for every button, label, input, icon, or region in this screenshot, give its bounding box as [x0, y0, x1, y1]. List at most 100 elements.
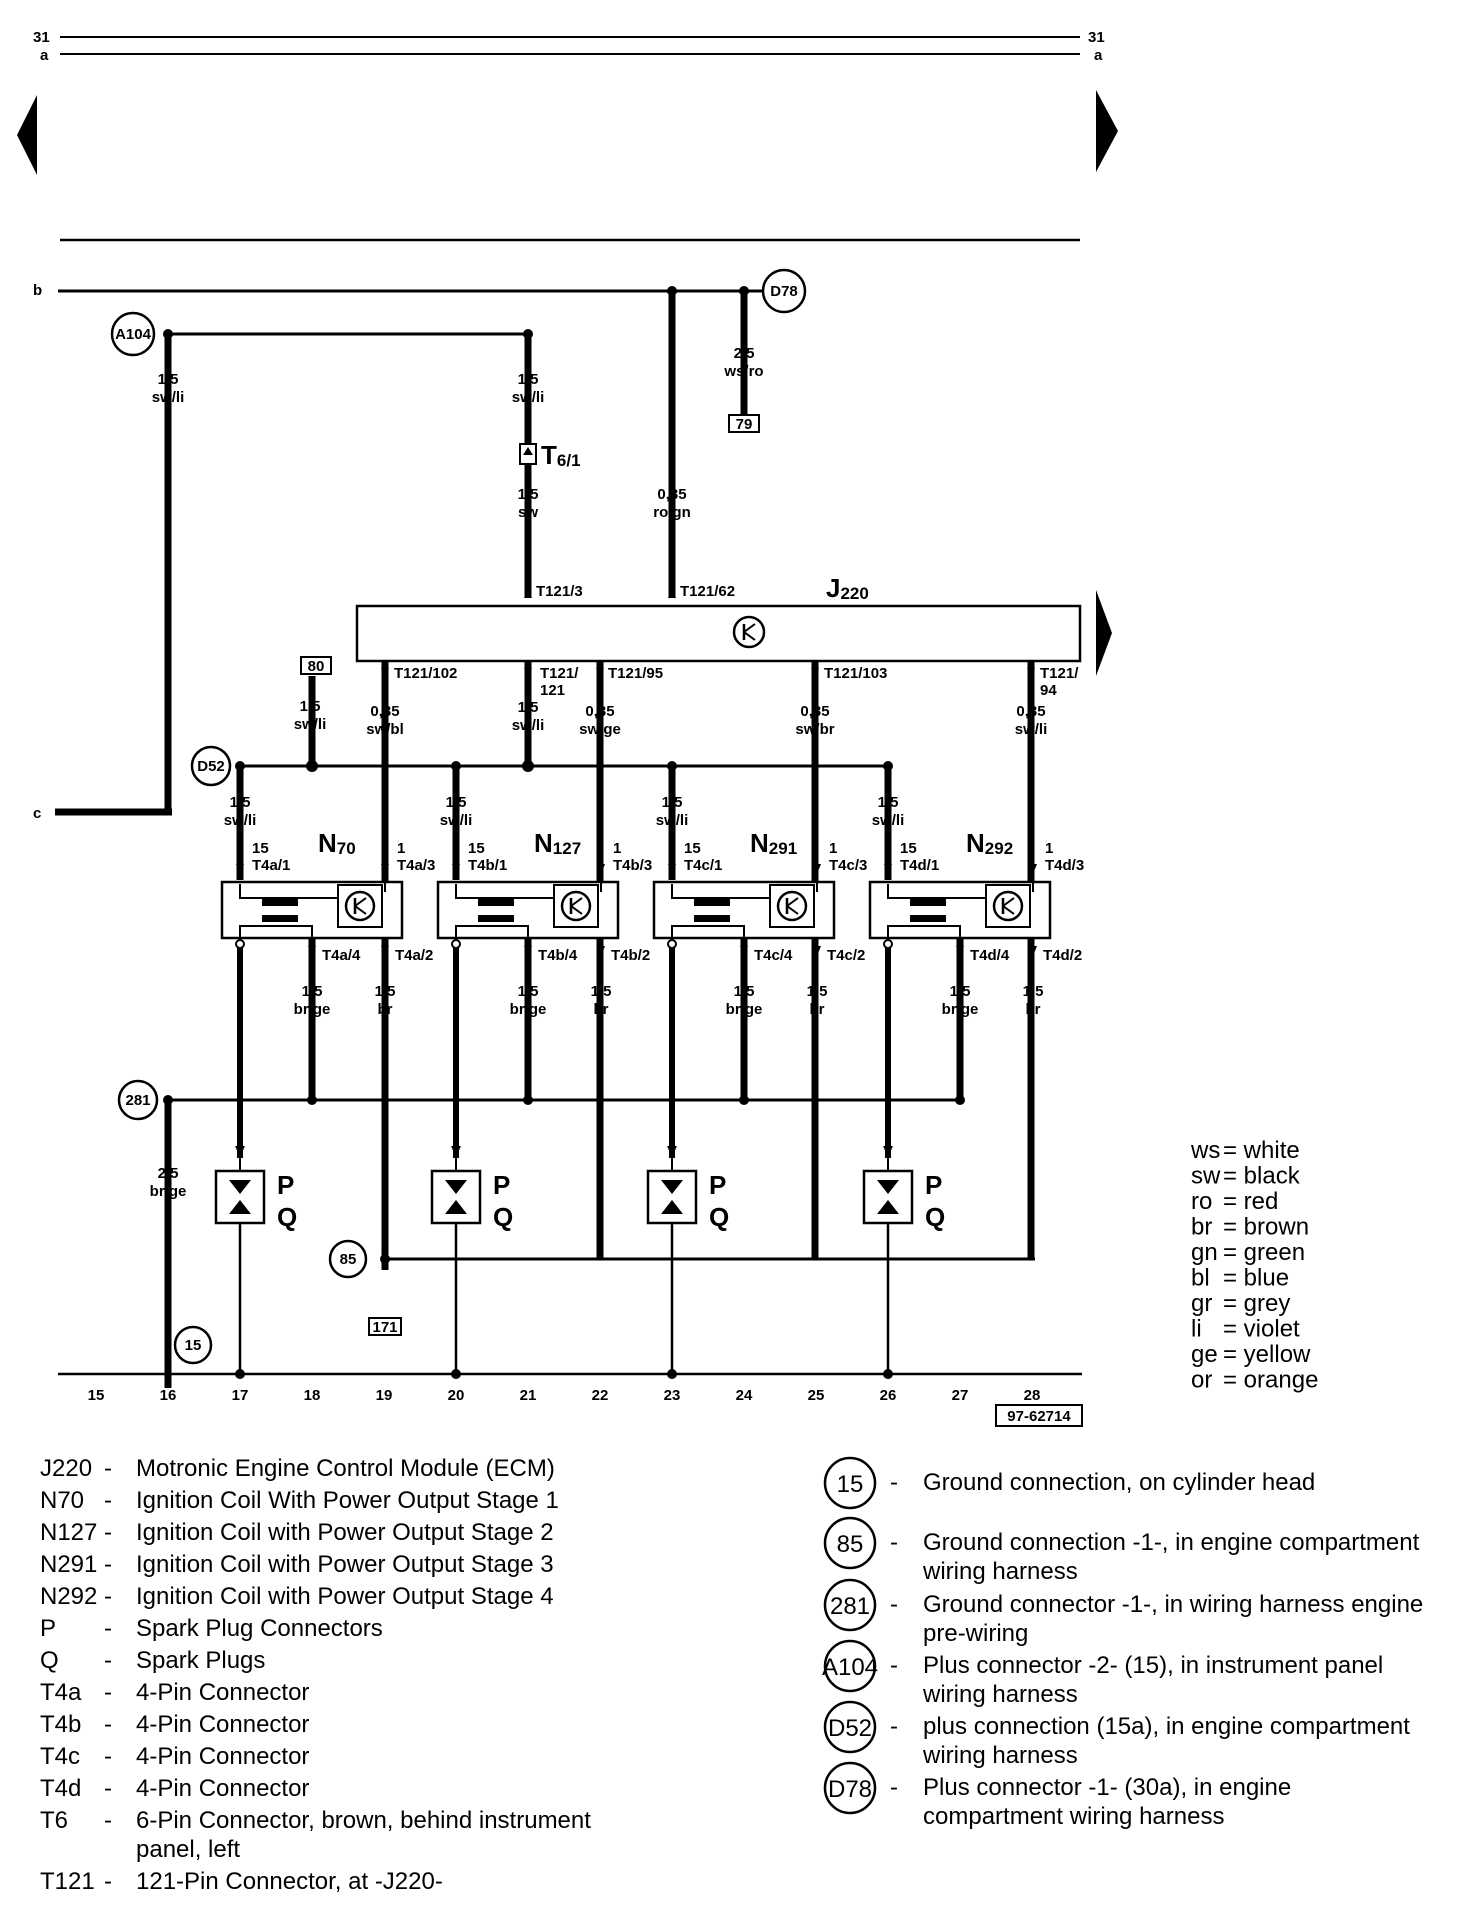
color-name: = green	[1223, 1239, 1305, 1266]
legend-row: J220-Motronic Engine Control Module (ECM…	[40, 1455, 555, 1482]
legend-code: N127	[40, 1519, 97, 1546]
coil-pin4-term: T4b/4	[538, 947, 578, 964]
coil-feed-color: sw/li	[872, 812, 905, 829]
coil-out-color: br	[378, 1001, 393, 1018]
coil-feed-size: 1,5	[230, 794, 251, 811]
coil-group-4: 1,5sw/li15T4d/11T4d/3N292T4d/41,5br/geT4…	[862, 766, 1084, 1379]
reference-box-79	[728, 414, 760, 433]
spark-plug-label: Q	[277, 1202, 297, 1232]
svg-text:T121/95: T121/95	[608, 665, 663, 682]
track-number: 24	[736, 1387, 753, 1404]
color-name: = brown	[1223, 1214, 1309, 1241]
svg-text:sw: sw	[518, 504, 538, 521]
legend-row: 281-Ground connector -1-, in wiring harn…	[823, 1578, 1423, 1647]
coil-pin2-term: T4a/2	[395, 947, 433, 964]
svg-text:281: 281	[125, 1092, 150, 1109]
transistor-icon	[732, 615, 766, 649]
svg-text:D78: D78	[770, 283, 798, 300]
spark-plug-connector-label: P	[277, 1170, 294, 1200]
connector-d78	[761, 268, 807, 314]
color-name: = black	[1223, 1163, 1301, 1190]
svg-text:br/ge: br/ge	[150, 1183, 187, 1200]
legend-dash: -	[104, 1679, 112, 1706]
svg-text:0,35: 0,35	[657, 486, 686, 503]
coil-name: N127	[534, 828, 581, 858]
spark-plug-icon	[430, 1169, 482, 1225]
svg-text:sw/li: sw/li	[512, 389, 545, 406]
coil-name: N291	[750, 828, 797, 858]
color-code: bl	[1191, 1265, 1210, 1292]
coil-out-size: 1,5	[375, 983, 396, 1000]
coil-name: N70	[318, 828, 356, 858]
legend-row: T4b-4-Pin Connector	[40, 1711, 309, 1738]
coil-pin1-term: T4b/1	[468, 857, 507, 874]
spark-plug-connector-label: P	[493, 1170, 510, 1200]
svg-text:sw/li: sw/li	[294, 716, 327, 733]
ecm-j220: J220 T121/3 T121/62	[355, 573, 1112, 676]
legend-desc: Motronic Engine Control Module (ECM)	[136, 1455, 555, 1482]
coil-pin2-term: T4c/2	[827, 947, 865, 964]
legend-dash: -	[104, 1551, 112, 1578]
coil-ground-color: br/ge	[726, 1001, 763, 1018]
coil-group-1: 1,5sw/li15T4a/11T4a/3N70T4a/41,5br/geT4a…	[214, 766, 435, 1379]
track-number: 26	[880, 1387, 897, 1404]
connection-legend: 15-Ground connection, on cylinder head85…	[822, 1456, 1423, 1830]
legend-dash: -	[104, 1775, 112, 1802]
legend-code: T4b	[40, 1711, 81, 1738]
svg-text:0,35: 0,35	[800, 703, 829, 720]
coil-pin3-term: T4c/3	[829, 857, 867, 874]
legend-desc-cont: panel, left	[136, 1836, 240, 1863]
coil-feed-size: 1,5	[878, 794, 899, 811]
top-rails: 31 a 31 a	[17, 29, 1118, 242]
legend-code: J220	[40, 1455, 92, 1482]
legend-dash: -	[104, 1487, 112, 1514]
legend-row: A104-Plus connector -2- (15), in instrum…	[822, 1639, 1383, 1708]
svg-text:1,5: 1,5	[518, 371, 539, 388]
ground-connection-icon	[823, 1578, 877, 1632]
legend-desc: Ground connector -1-, in wiring harness …	[923, 1591, 1423, 1618]
svg-text:0,35: 0,35	[370, 703, 399, 720]
legend-code: T4d	[40, 1775, 81, 1802]
coil-pin1: 1	[397, 840, 405, 857]
legend-code: T121	[40, 1868, 95, 1895]
ecm-outputs: 80 1,5 sw/li T121/102 0,35 sw/bl T121/ 1…	[190, 656, 1079, 1270]
svg-text:2,5: 2,5	[734, 345, 755, 362]
coil-ground-size: 1,5	[734, 983, 755, 1000]
coil-pin3-term: T4d/3	[1045, 857, 1084, 874]
connector-281	[117, 1079, 159, 1121]
track-number: 15	[88, 1387, 105, 1404]
coil-out-color: br	[1026, 1001, 1041, 1018]
svg-text:sw/li: sw/li	[1015, 721, 1048, 738]
legend-desc: Ignition Coil with Power Output Stage 3	[136, 1551, 554, 1578]
legend-row: N291-Ignition Coil with Power Output Sta…	[40, 1551, 554, 1578]
legend-desc-cont: wiring harness	[922, 1558, 1078, 1585]
coil-group-2: 1,5sw/li15T4b/11T4b/3N127T4b/41,5br/geT4…	[430, 766, 652, 1379]
coil-out-color: br	[594, 1001, 609, 1018]
track-number: 21	[520, 1387, 537, 1404]
svg-text:121: 121	[540, 682, 565, 699]
legend-dash: -	[890, 1652, 898, 1679]
svg-text:D52: D52	[197, 758, 225, 775]
legend-desc: 6-Pin Connector, brown, behind instrumen…	[136, 1807, 591, 1834]
legend-row: T4a-4-Pin Connector	[40, 1679, 309, 1706]
coil-out-color: br	[810, 1001, 825, 1018]
svg-text:T121/3: T121/3	[536, 583, 583, 600]
svg-text:T121/: T121/	[1040, 665, 1079, 682]
legend-dash: -	[104, 1743, 112, 1770]
color-name: = white	[1223, 1137, 1300, 1164]
legend-code: D78	[828, 1776, 872, 1803]
spark-plug-connector-label: P	[925, 1170, 942, 1200]
svg-text:sw/li: sw/li	[512, 717, 545, 734]
svg-text:1,5: 1,5	[518, 699, 539, 716]
coil-pin2-term: T4d/2	[1043, 947, 1082, 964]
color-name: = yellow	[1223, 1341, 1311, 1368]
arrow-right-icon	[1096, 590, 1112, 676]
svg-text:sw/br: sw/br	[795, 721, 834, 738]
color-code: ro	[1191, 1188, 1212, 1215]
transistor-icon	[344, 890, 376, 922]
legend-code: 281	[830, 1593, 870, 1620]
rail-31-left: 31	[33, 29, 50, 46]
legend-dash: -	[890, 1774, 898, 1801]
component-legend: J220-Motronic Engine Control Module (ECM…	[40, 1455, 591, 1895]
